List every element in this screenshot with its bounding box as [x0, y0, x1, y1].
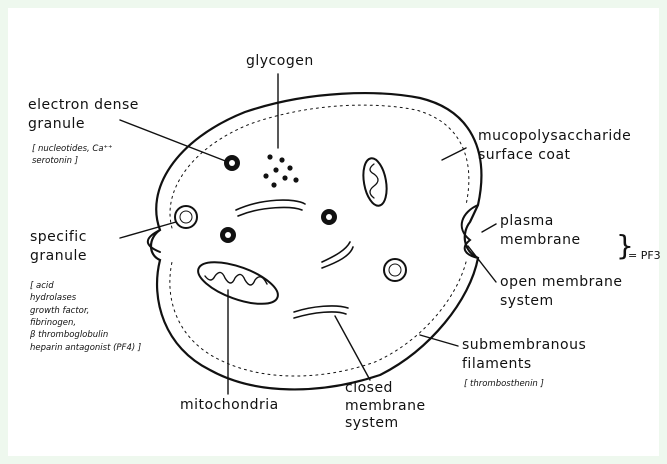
electron-dense-granule-2 — [220, 227, 236, 243]
closed-membrane-tubule-3 — [294, 306, 348, 318]
label-electron-dense-granule: electron dense granule — [28, 96, 139, 134]
label-submembranous-filaments: submembranous filaments — [462, 336, 586, 374]
label-pf3: = PF3 — [628, 250, 661, 261]
closed-membrane-tubule-2 — [322, 242, 353, 268]
label-open-membrane-system: open membrane system — [500, 273, 623, 311]
leader-closed-membrane — [335, 316, 370, 380]
label-plasma-membrane: plasma membrane — [500, 212, 581, 250]
closed-membrane-tubule-1 — [236, 200, 305, 216]
leader-specific-granule — [120, 222, 176, 238]
specific-granule-left — [175, 206, 197, 228]
label-granule-contents: [ nucleotides, Ca⁺⁺ serotonin ] — [32, 143, 113, 168]
label-mitochondria: mitochondria — [180, 398, 279, 412]
leader-surface-coat — [442, 148, 466, 160]
open-membrane-invagination-left — [148, 230, 160, 252]
electron-dense-granule-1 — [224, 155, 240, 171]
mitochondrion-large — [193, 254, 283, 313]
label-glycogen: glycogen — [246, 54, 314, 68]
submembranous-filament-band — [170, 105, 469, 376]
mitochondrion-small — [360, 156, 390, 207]
plasma-membrane-outline — [151, 93, 481, 389]
label-closed-membrane-system: closed membrane system — [345, 380, 426, 433]
label-specific-granule: specific granule — [30, 228, 87, 266]
leader-plasma-membrane — [482, 224, 496, 232]
glycogen-particles — [263, 154, 298, 187]
label-mucopolysaccharide-surface-coat: mucopolysaccharide surface coat — [478, 127, 631, 165]
label-specific-granule-contents: [ acid hydrolases growth factor, fibrino… — [30, 280, 141, 354]
specific-granule-right — [384, 259, 406, 281]
electron-dense-granule-3 — [321, 209, 337, 225]
label-thrombosthenin: [ thrombosthenin ] — [464, 378, 544, 390]
